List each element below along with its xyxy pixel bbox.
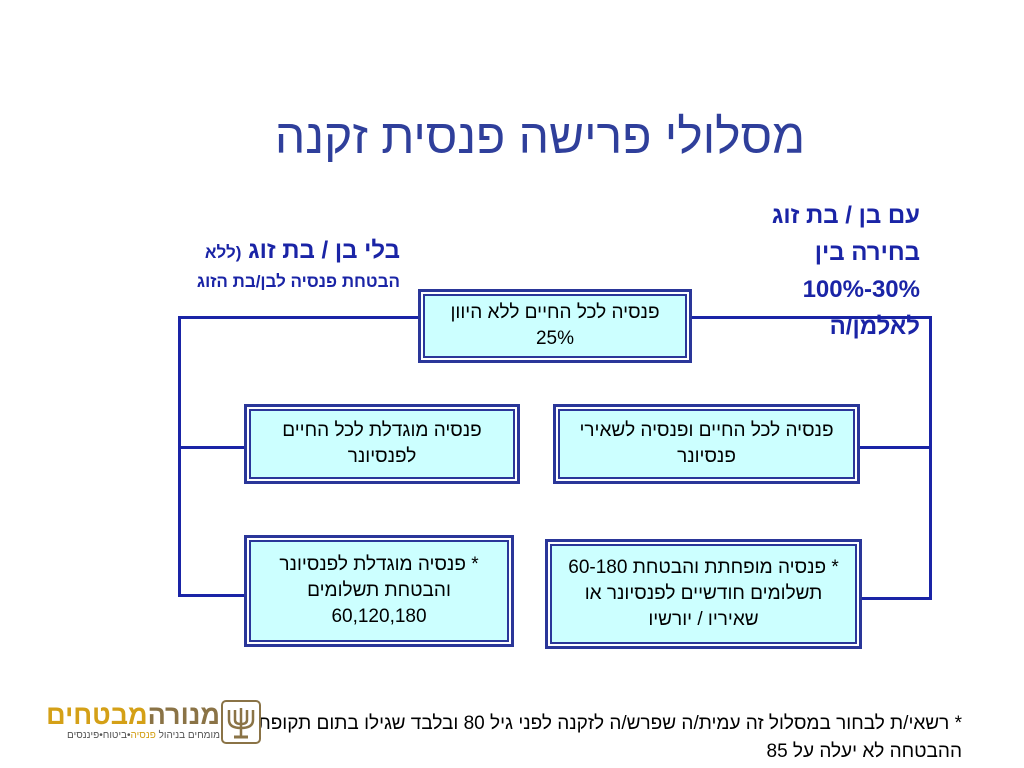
with-spouse-label: עם בן / בת זוג בחירה בין 100%-30% לאלמן/… bbox=[680, 197, 920, 345]
without-spouse-label: בלי בן / בת זוג (ללא הבטחת פנסיה לבן/בת … bbox=[100, 233, 400, 293]
logo-tagline-part-1: מומחים בניהול bbox=[158, 730, 220, 741]
connector-left-vertical bbox=[178, 316, 181, 596]
connector-right-vertical bbox=[929, 316, 932, 600]
company-logo: מנורהמבטחים מומחים בניהול פנסיה•ביטוח•פי… bbox=[40, 700, 262, 744]
without-spouse-main: בלי בן / בת זוג bbox=[248, 237, 400, 264]
box-increased-lifetime: פנסיה מוגדלת לכל החיים לפנסיונר bbox=[244, 404, 520, 484]
logo-word-1: מנורה bbox=[147, 700, 220, 730]
connector-left-top bbox=[178, 316, 418, 319]
without-spouse-line-1: בלי בן / בת זוג (ללא bbox=[100, 233, 400, 271]
with-spouse-line-1: עם בן / בת זוג bbox=[771, 202, 920, 229]
without-spouse-paren: (ללא bbox=[204, 243, 242, 262]
without-spouse-line-2: הבטחת פנסיה לבן/בת הזוג bbox=[196, 272, 400, 291]
connector-right-bottom bbox=[862, 597, 932, 600]
page-title: מסלולי פרישה פנסית זקנה bbox=[274, 111, 806, 164]
with-spouse-line-3: 100%-30% bbox=[802, 276, 920, 303]
footnote: * רשאי/ת לבחור במסלול זה עמית/ה שפרש/ה ל… bbox=[257, 713, 962, 762]
logo-tagline: מומחים בניהול פנסיה•ביטוח•פיננסים bbox=[40, 730, 220, 741]
logo-wordmark: מנורהמבטחים bbox=[40, 700, 220, 730]
connector-right-top bbox=[692, 316, 932, 319]
box-reduced-with-guarantee: * פנסיה מופחתת והבטחת 60-180 תשלומים חוד… bbox=[545, 539, 862, 649]
with-spouse-line-2: בחירה בין bbox=[814, 239, 920, 266]
connector-right-mid bbox=[860, 446, 932, 449]
logo-word-2: מבטחים bbox=[46, 700, 148, 730]
connector-left-bottom bbox=[178, 594, 244, 597]
with-spouse-line-4: לאלמן/ה bbox=[829, 313, 920, 340]
box-lifetime-and-survivors: פנסיה לכל החיים ופנסיה לשאירי פנסיונר bbox=[553, 404, 860, 484]
box-increased-with-guarantee: * פנסיה מוגדלת לפנסיונר והבטחת תשלומים 6… bbox=[244, 535, 514, 647]
connector-left-mid bbox=[178, 446, 244, 449]
menorah-icon bbox=[221, 700, 261, 744]
logo-tagline-accent: פנסיה bbox=[130, 730, 156, 741]
logo-tagline-part-2: •ביטוח•פיננסים bbox=[67, 730, 131, 741]
box-lifetime-no-commutation: פנסיה לכל החיים ללא היוון 25% bbox=[418, 289, 692, 363]
